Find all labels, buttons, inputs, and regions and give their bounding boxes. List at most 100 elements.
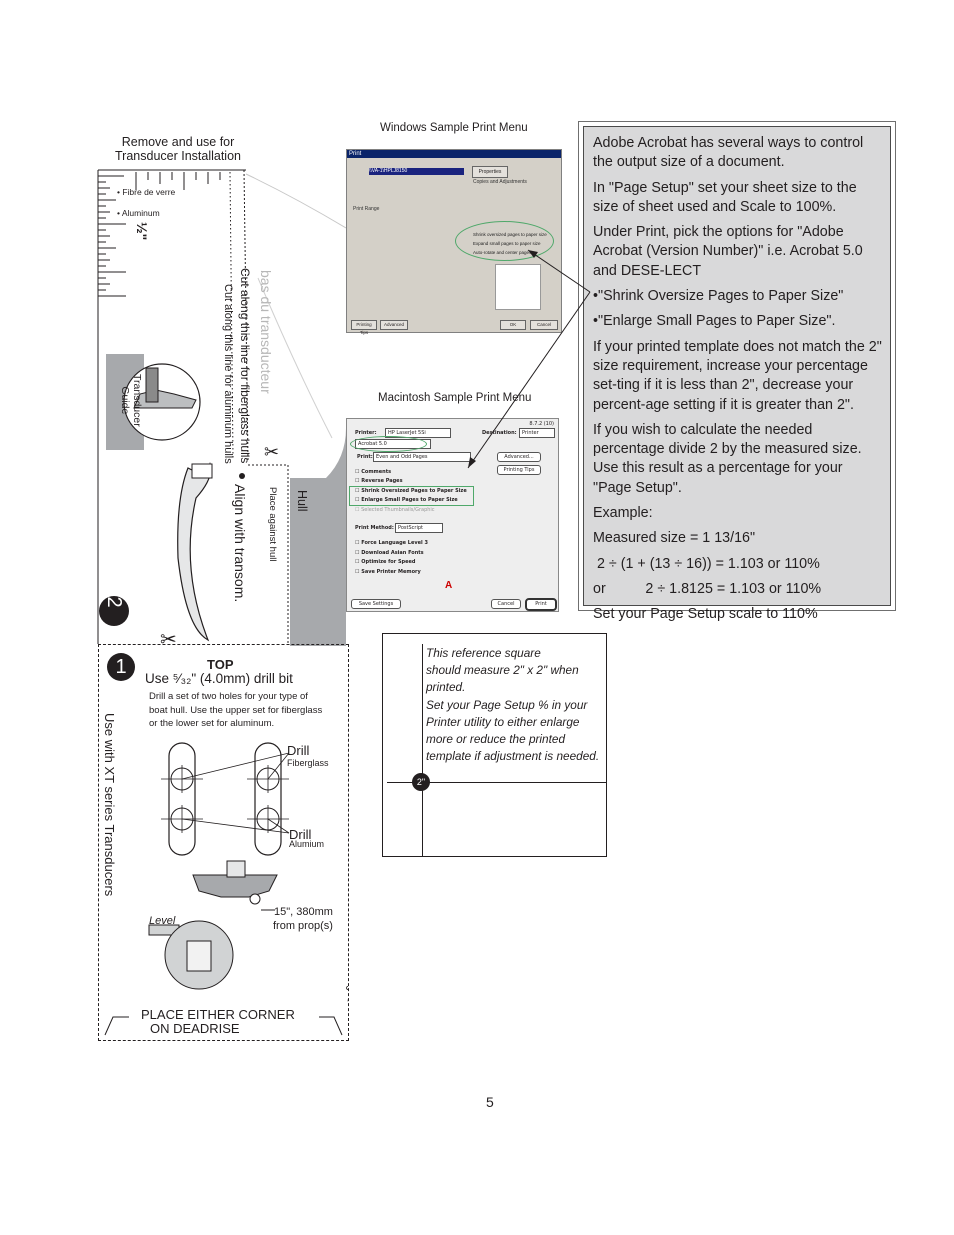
info-formula: 2 ÷ (1 + (13 ÷ 16)) = 1.103 or 110% (593, 555, 820, 572)
header-line: Remove and use for (121, 135, 235, 149)
highlight-box (349, 486, 474, 506)
corner-instruction: PLACE EITHER CORNER ON DEADRISE (141, 1007, 295, 1036)
half-inch-mark: ½" (134, 222, 150, 241)
checkbox-language[interactable]: ☐ Force Language Level 3 (355, 540, 428, 546)
print-range-label: Print Range (353, 206, 380, 212)
adobe-logo-icon: A (445, 580, 453, 591)
svg-text:✂: ✂ (160, 627, 177, 646)
drill-instructions: Drill a set of two holes for your type o… (149, 691, 323, 729)
level-label: Level (149, 915, 176, 927)
drill-diagram: ✂ (104, 742, 348, 1036)
drill-label-2: Drill (289, 827, 312, 842)
aluminum-label: • Aluminum (117, 208, 160, 218)
info-paragraph: Under Print, pick the options for "Adobe… (593, 224, 863, 279)
dialog-titlebar: Print (347, 150, 561, 158)
cut-line-fiberglass: Cut along this line for fiberglass hulls (238, 268, 252, 464)
checkbox-enlarge[interactable]: ☐ Enlarge Small Pages to Paper Size (355, 497, 458, 504)
info-paragraph: Adobe Acrobat has several ways to contro… (593, 135, 864, 171)
drill-label-1: Drill (287, 743, 310, 758)
header-line: Transducer Installation (115, 149, 241, 163)
mac-version: 8.7.2 (10) (529, 421, 554, 427)
reference-line: should measure 2" x 2" when (426, 663, 579, 678)
printing-tips-button[interactable]: Printing Tips (351, 320, 377, 335)
print-label: Print: (357, 454, 373, 460)
reference-line: Printer utility to either enlarge (426, 714, 580, 729)
info-paragraph: Set your Page Setup scale to 110% (593, 606, 818, 623)
info-bullet: •"Enlarge Small Pages to Paper Size". (593, 313, 836, 330)
mac-caption: Macintosh Sample Print Menu (378, 392, 532, 404)
instructions-box: Adobe Acrobat has several ways to contro… (578, 121, 896, 622)
transducer-guide-template: ✂ ✂ (97, 169, 346, 646)
page-number: 5 (486, 1094, 494, 1110)
checkbox-memory[interactable]: ☐ Save Printer Memory (355, 568, 421, 575)
cut-line-aluminum: Cut along this line for aluminum hulls (222, 284, 234, 464)
print-method-label: Print Method: (355, 525, 394, 531)
printer-select[interactable]: HP LaserJet 5Si (385, 428, 451, 438)
svg-text:✂: ✂ (337, 985, 348, 1003)
checkbox-list: ☐ Comments ☐ Reverse Pages ☐ Shrink Over… (355, 468, 467, 515)
info-paragraph: In "Page Setup" set your sheet size to t… (593, 179, 857, 215)
info-paragraph: Measured size = 1 13/16" (593, 530, 756, 547)
info-paragraph: If you wish to calculate the needed perc… (593, 421, 862, 496)
reference-square: This reference square should measure 2" … (382, 633, 607, 857)
print-pages-select[interactable]: Even and Odd Pages (373, 452, 471, 462)
cancel-button[interactable]: Cancel (491, 599, 521, 609)
pointer-arrows (467, 249, 591, 469)
hull-label: Hull (295, 490, 309, 512)
ok-button[interactable]: OK (500, 320, 526, 330)
checkbox-list-2: ☐ Force Language Level 3 ☐ Download Asia… (355, 539, 428, 577)
highlight-ellipse (350, 436, 427, 452)
align-with-transom: Align with transom. (232, 484, 248, 603)
printer-label: Printer: (355, 430, 377, 436)
destination-label: Destination: (482, 430, 517, 436)
properties-button[interactable]: Properties (472, 166, 508, 178)
transducer-guide-label: Transducer Guide (119, 374, 143, 427)
info-formula: or 2 ÷ 1.8125 = 1.103 or 110% (593, 580, 822, 597)
info-paragraph: If your printed template does not match … (593, 338, 882, 413)
advanced-button[interactable]: Advanced (380, 320, 408, 330)
info-paragraph: Example: (593, 505, 653, 522)
highlight-ellipse (455, 221, 554, 261)
destination-select[interactable]: Printer (519, 428, 555, 438)
print-method-select[interactable]: PostScript (395, 523, 443, 533)
step-1-number: 1 (107, 653, 135, 681)
reference-line: This reference square (426, 646, 541, 660)
fiberglass-label: Fiberglass (287, 758, 329, 768)
preview-thumbnail (495, 264, 541, 310)
checkbox-comments[interactable]: ☐ Comments (355, 469, 392, 475)
save-settings-button[interactable]: Save Settings (351, 599, 401, 609)
cancel-button[interactable]: Cancel (530, 320, 558, 330)
vertical-axis (422, 644, 423, 856)
checkbox-reverse[interactable]: ☐ Reverse Pages (355, 478, 403, 485)
drill-bit-label: Use ⁵⁄₃₂" (4.0mm) drill bit (145, 671, 293, 686)
printer-select[interactable]: \\VA-1\HPLJ8150 (369, 168, 464, 175)
two-inch-marker: 2" (412, 773, 430, 791)
place-against-hull: Place against hull (267, 487, 278, 562)
checkbox-shrink[interactable]: ☐ Shrink Oversized Pages to Paper Size (355, 487, 467, 494)
print-button[interactable]: Print (525, 598, 557, 611)
reference-line: more or reduce the printed (426, 732, 566, 747)
windows-caption: Windows Sample Print Menu (380, 122, 528, 134)
reference-text: This reference square should measure 2" … (426, 645, 604, 765)
reference-line: Set your Page Setup % in your (426, 697, 588, 712)
info-bullet: •"Shrink Oversize Pages to Paper Size" (593, 288, 844, 305)
aluminum-label: Alumium (289, 839, 325, 849)
checkbox-optimize[interactable]: ☐ Optimize for Speed (355, 559, 416, 566)
printing-tips-button[interactable]: Printing Tips (497, 465, 541, 475)
svg-text:✂: ✂ (264, 442, 279, 463)
bas-du-transducteur: bas du transducteur (258, 270, 274, 394)
copies-label: Copies and Adjustments (473, 179, 527, 185)
drill-template: 1 TOP Use ⁵⁄₃₂" (4.0mm) drill bit Drill … (98, 644, 349, 1041)
xt-series-label: Use with XT series Transducers (102, 713, 117, 897)
checkbox-asian-fonts[interactable]: ☐ Download Asian Fonts (355, 549, 424, 556)
horizontal-axis (387, 782, 606, 783)
checkbox-thumbnails[interactable]: ☐ Selected Thumbnails/Graphic (355, 506, 435, 513)
advanced-button[interactable]: Advanced... (497, 452, 541, 462)
instructions-panel: Adobe Acrobat has several ways to contro… (583, 126, 891, 622)
distance-label: 15", 380mm from prop(s) (273, 906, 333, 932)
template-header: Remove and use for Transducer Installati… (98, 135, 258, 163)
reference-line: template if adjustment is needed. (426, 749, 600, 764)
reference-line: printed. (426, 680, 466, 695)
fibre-label: • Fibre de verre (117, 187, 176, 197)
step-2-number: 2 (103, 596, 125, 608)
